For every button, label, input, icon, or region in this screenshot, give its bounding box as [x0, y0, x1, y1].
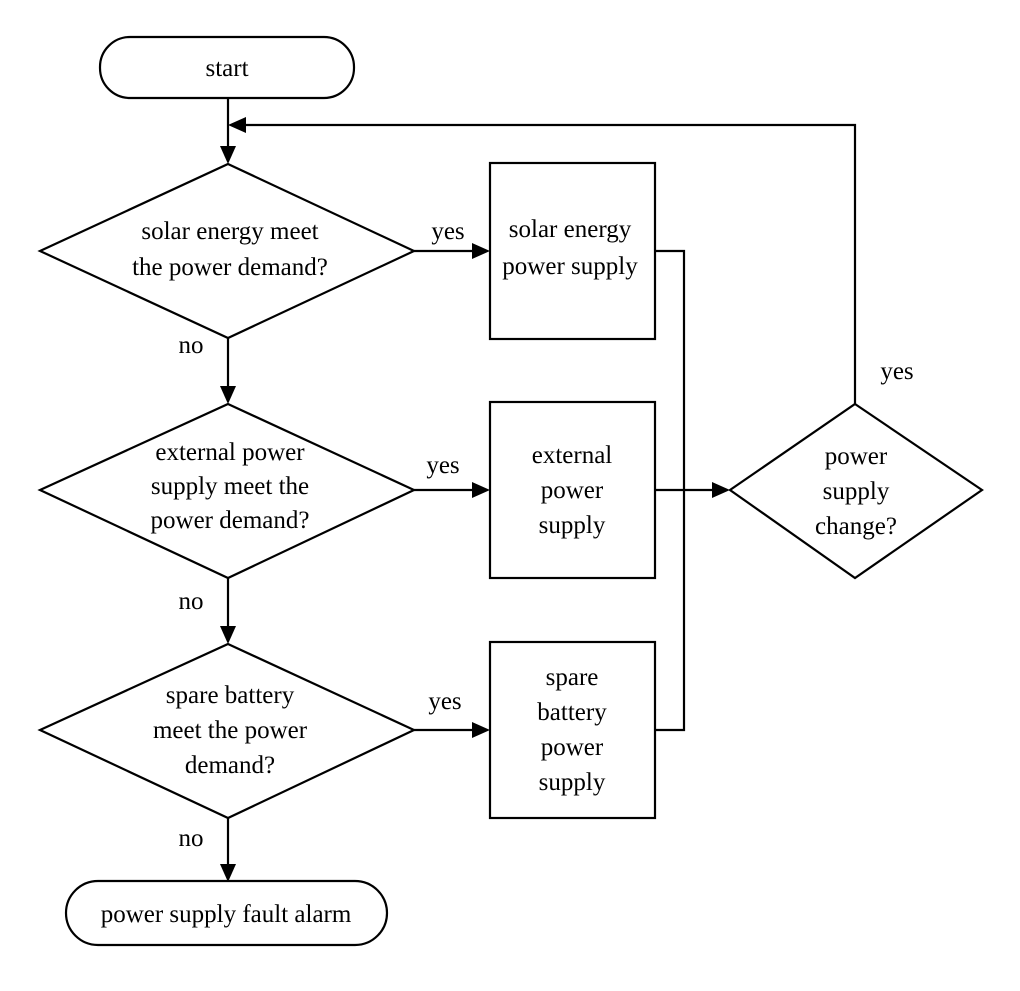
- external-decision: [37, 402, 417, 580]
- battery-decision: [37, 642, 417, 820]
- arrowhead-down-solar-decision: [220, 146, 236, 164]
- solar-decision-line-1: solar energy meet: [141, 218, 318, 245]
- external-decision-line-3: power demand?: [151, 507, 310, 534]
- change-decision-line-3: change?: [815, 513, 897, 540]
- external-process-line-3: supply: [539, 512, 606, 539]
- external-decision-line-1: external power: [155, 439, 305, 466]
- arrowhead-left-loop-return: [228, 117, 246, 133]
- connector-solar-process-out: [655, 249, 686, 490]
- label-yes-solar: yes: [431, 218, 464, 245]
- change-decision-line-1: power: [825, 443, 888, 470]
- label-no-external: no: [179, 588, 204, 615]
- battery-decision-line-1: spare battery: [166, 682, 295, 709]
- label-yes-change: yes: [880, 358, 913, 385]
- fault-alarm-label: power supply fault alarm: [101, 901, 352, 928]
- solar-process-line-2: power supply: [502, 253, 638, 280]
- arrowhead-right-battery-process: [472, 722, 490, 738]
- battery-decision-line-2: meet the power: [153, 717, 308, 744]
- label-yes-battery: yes: [428, 688, 461, 715]
- battery-process-line-2: battery: [537, 699, 607, 726]
- arrowheads: [220, 117, 730, 882]
- arrowhead-right-solar-process: [472, 243, 490, 259]
- external-decision-line-2: supply meet the: [151, 473, 309, 500]
- solar-process: [488, 161, 657, 341]
- start-label: start: [205, 55, 248, 82]
- solar-process-line-1: solar energy: [509, 216, 632, 243]
- arrowhead-down-external-decision: [220, 386, 236, 404]
- power-supply-change-decision: [728, 402, 984, 580]
- arrowhead-right-external-process: [472, 482, 490, 498]
- arrowhead-right-change-decision: [712, 482, 730, 498]
- connectors: [226, 98, 857, 866]
- arrowhead-down-battery-decision: [220, 626, 236, 644]
- connector-change-yes-loop: [244, 123, 857, 404]
- change-decision-line-2: supply: [823, 478, 890, 505]
- battery-process-line-1: spare: [546, 664, 599, 691]
- connector-battery-process-out: [655, 490, 686, 732]
- external-process-line-1: external: [532, 442, 613, 469]
- battery-process-line-4: supply: [539, 769, 606, 796]
- start-terminal: [98, 35, 356, 100]
- solar-decision-line-2: the power demand?: [132, 254, 328, 281]
- external-process: [488, 400, 657, 580]
- label-no-battery: no: [179, 825, 204, 852]
- battery-decision-line-3: demand?: [185, 752, 275, 779]
- label-yes-external: yes: [426, 452, 459, 479]
- external-process-line-2: power: [541, 477, 604, 504]
- battery-process: [488, 640, 657, 820]
- fault-alarm-terminal: [64, 879, 389, 947]
- arrowhead-down-fault-alarm: [220, 864, 236, 882]
- label-no-solar: no: [179, 332, 204, 359]
- battery-process-line-3: power: [541, 734, 604, 761]
- solar-decision: [37, 162, 417, 340]
